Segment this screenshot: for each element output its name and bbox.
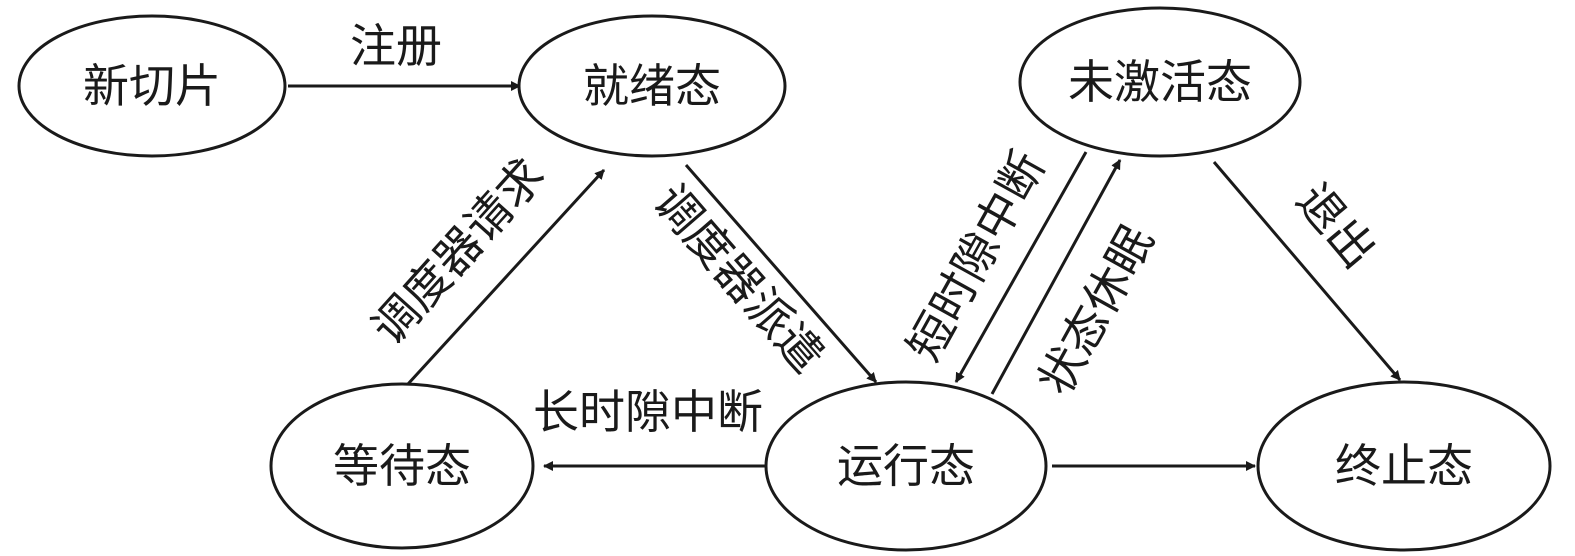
state-ready: 就绪态 bbox=[517, 14, 787, 158]
state-running: 运行态 bbox=[764, 380, 1048, 552]
edge-scheduler-request bbox=[406, 168, 606, 386]
state-terminated: 终止态 bbox=[1256, 380, 1552, 552]
edge-scheduler-dispatch bbox=[684, 164, 878, 383]
label-scheduler-request: 调度器请求 bbox=[361, 148, 555, 355]
label-scheduler-dispatch: 调度器派遣 bbox=[643, 174, 835, 383]
state-inactive: 未激活态 bbox=[1018, 6, 1302, 158]
edges bbox=[288, 81, 1402, 471]
label-short-interrupt: 短时隙中断 bbox=[897, 143, 1056, 370]
label-sleep: 状态休眠 bbox=[1028, 217, 1164, 404]
state-inactive-label: 未激活态 bbox=[1068, 55, 1252, 109]
state-waiting-label: 等待态 bbox=[333, 439, 471, 493]
edge-sleep bbox=[990, 159, 1122, 395]
state-waiting: 等待态 bbox=[269, 382, 535, 550]
state-terminated-label: 终止态 bbox=[1335, 439, 1473, 493]
label-register: 注册 bbox=[350, 19, 442, 73]
edge-exit bbox=[1212, 161, 1402, 381]
state-ready-label: 就绪态 bbox=[583, 59, 721, 113]
label-long-interrupt: 长时隙中断 bbox=[533, 385, 763, 439]
edge-short-interrupt bbox=[954, 151, 1088, 383]
state-new-slice-label: 新切片 bbox=[83, 59, 221, 113]
state-new-slice: 新切片 bbox=[17, 14, 287, 158]
state-running-label: 运行态 bbox=[837, 439, 975, 493]
